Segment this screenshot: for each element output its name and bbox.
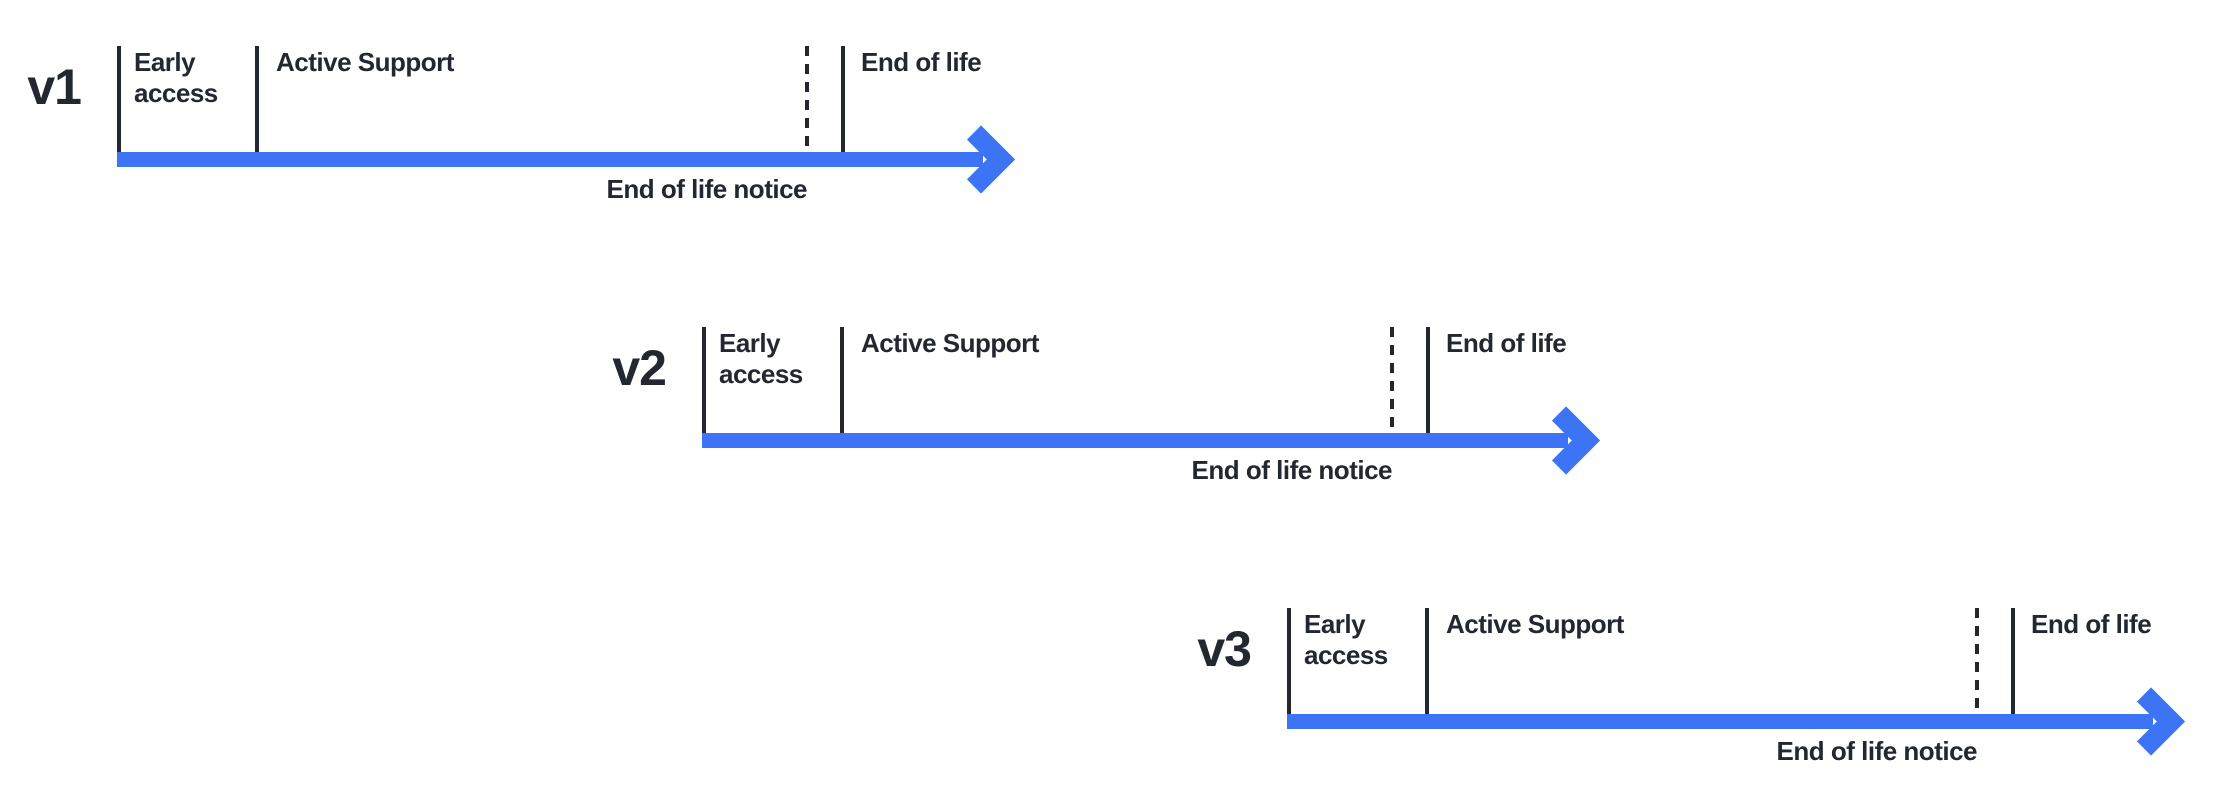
end-of-life-notice-label: End of life notice (606, 174, 808, 204)
timeline-v3: v3 Early access Active Support End of li… (1197, 608, 2228, 783)
end-of-life-label: End of life (1446, 328, 1567, 358)
active-support-label: Active Support (1446, 609, 1624, 639)
early-access-label: Early access (1304, 609, 1388, 670)
timeline-arrow-head-icon (2136, 687, 2186, 756)
end-of-life-notice-label: End of life notice (1776, 736, 1978, 766)
timeline-arrow-graphic (1287, 608, 2186, 756)
active-support-label: Active Support (861, 328, 1039, 358)
timeline-v2: v2 Early access Active Support End of li… (612, 327, 1662, 502)
version-label: v3 (1197, 621, 1252, 677)
timeline-arrow-graphic (702, 327, 1601, 475)
end-of-life-label: End of life (2031, 609, 2152, 639)
timeline-arrow-head-icon (1551, 406, 1601, 475)
active-support-label: Active Support (276, 47, 454, 77)
end-of-life-label: End of life (861, 47, 982, 77)
version-label: v1 (27, 59, 82, 115)
early-access-label: Early access (719, 328, 803, 389)
timeline-arrow-head-icon (966, 125, 1016, 194)
end-of-life-notice-label: End of life notice (1191, 455, 1393, 485)
early-access-label: Early access (134, 47, 218, 108)
timeline-v1: v1 Early access Active Support End of li… (27, 46, 1077, 221)
timeline-arrow-graphic (117, 46, 1016, 194)
version-label: v2 (612, 340, 667, 396)
